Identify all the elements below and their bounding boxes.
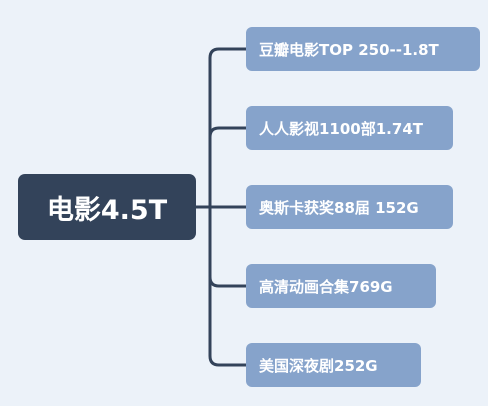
connector-branch-0 xyxy=(208,47,248,209)
child-node-hd-animation[interactable]: 高清动画合集769G xyxy=(246,264,436,308)
connector-branch-1 xyxy=(208,126,248,139)
child-node-oscar-winners[interactable]: 奥斯卡获奖88届 152G xyxy=(246,185,453,229)
connector-branch-3 xyxy=(208,205,248,288)
child-node-label: 人人影视1100部1.74T xyxy=(259,119,423,138)
child-node-us-late-night-shows[interactable]: 美国深夜剧252G xyxy=(246,343,421,387)
child-node-label: 奥斯卡获奖88届 152G xyxy=(259,198,419,217)
child-node-renren-yingshi[interactable]: 人人影视1100部1.74T xyxy=(246,106,453,150)
child-node-douban-top250[interactable]: 豆瓣电影TOP 250--1.8T xyxy=(246,27,480,71)
root-node[interactable]: 电影4.5T xyxy=(18,174,196,240)
root-node-label: 电影4.5T xyxy=(46,194,168,226)
child-node-label: 豆瓣电影TOP 250--1.8T xyxy=(259,40,439,59)
child-node-label: 美国深夜剧252G xyxy=(259,356,378,375)
connector-branch-4 xyxy=(208,275,248,367)
child-node-label: 高清动画合集769G xyxy=(259,277,393,296)
